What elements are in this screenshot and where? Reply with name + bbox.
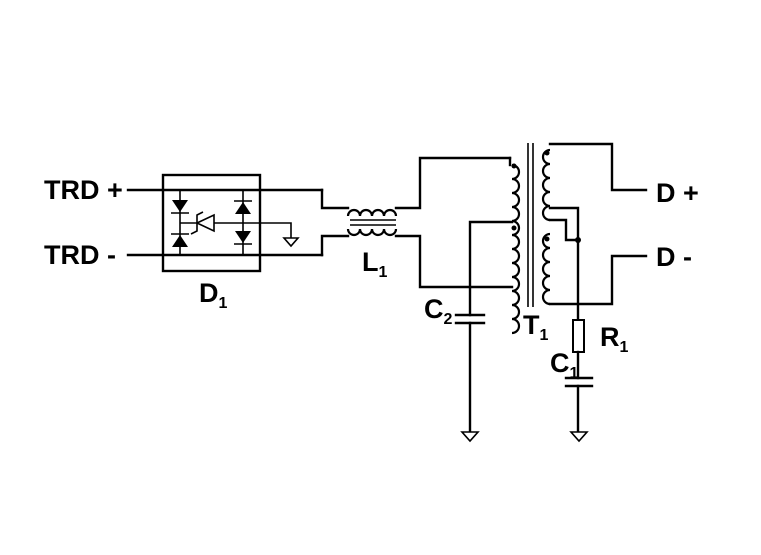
protection-diode-array-d1 xyxy=(161,173,300,273)
label-r1: R1 xyxy=(600,322,629,356)
label-r1-sub: 1 xyxy=(620,339,629,356)
label-d-minus: D - xyxy=(656,242,692,272)
label-c1-sub: 1 xyxy=(570,365,579,382)
transformer-t1 xyxy=(508,142,648,335)
label-d1-letter: D xyxy=(199,278,219,308)
label-c2-letter: C xyxy=(424,294,444,324)
label-d1-sub: 1 xyxy=(219,295,228,312)
label-t1-letter: T xyxy=(523,310,540,340)
label-l1-letter: L xyxy=(362,247,379,277)
label-d1: D1 xyxy=(199,278,228,312)
label-t1-sub: 1 xyxy=(540,327,549,344)
snubber-r1-c1 xyxy=(564,238,594,443)
label-t1: T1 xyxy=(523,310,549,344)
label-c1-letter: C xyxy=(550,348,570,378)
label-r1-letter: R xyxy=(600,322,620,352)
label-c2-sub: 2 xyxy=(444,311,453,328)
label-trd-plus: TRD + xyxy=(44,175,123,205)
capacitor-c2 xyxy=(454,220,514,443)
label-l1: L1 xyxy=(362,247,388,281)
label-l1-sub: 1 xyxy=(379,264,388,281)
label-c1: C1 xyxy=(550,348,579,382)
label-c2: C2 xyxy=(424,294,453,328)
common-mode-choke-l1 xyxy=(320,156,514,289)
label-d-plus: D + xyxy=(656,178,699,208)
label-trd-minus: TRD - xyxy=(44,240,116,270)
input-wires xyxy=(126,188,324,257)
